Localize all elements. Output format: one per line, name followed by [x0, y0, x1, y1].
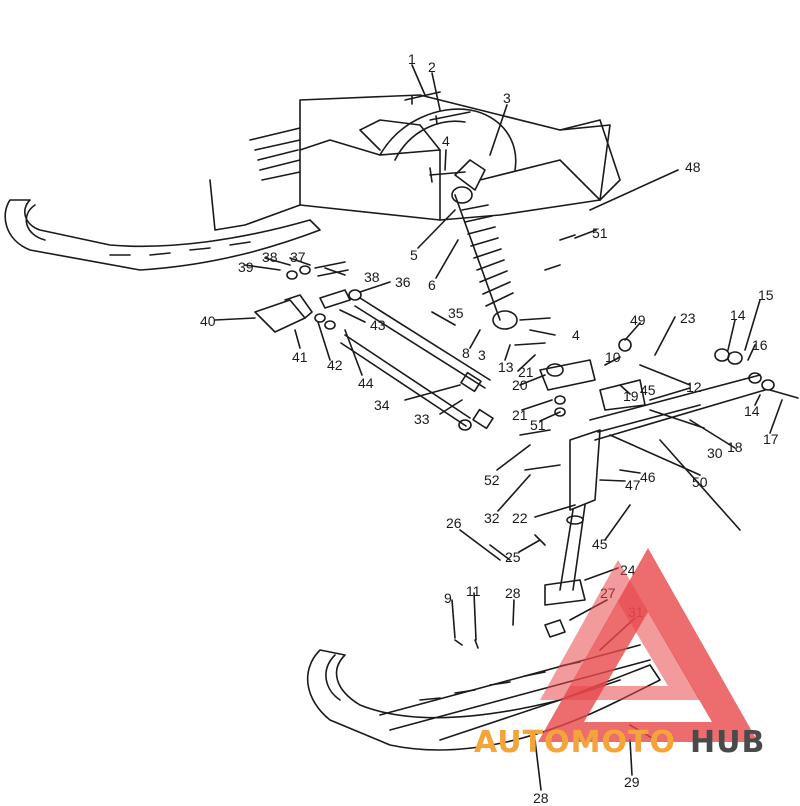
- callout-28b: 28: [533, 790, 549, 806]
- callout-3b: 3: [478, 347, 486, 363]
- callout-14a: 14: [730, 307, 746, 323]
- callout-45b: 45: [592, 536, 608, 552]
- callout-11: 11: [466, 583, 481, 599]
- callout-49: 49: [630, 312, 646, 328]
- lower-rod: [340, 334, 471, 427]
- chassis-frame: [299, 94, 611, 221]
- callout-38a: 38: [262, 249, 278, 265]
- callout-40: 40: [200, 313, 216, 329]
- callout-20: 20: [512, 377, 528, 393]
- callout-41: 41: [292, 349, 308, 365]
- upper-rod: [354, 297, 491, 389]
- callout-29: 29: [624, 774, 640, 790]
- callout-18: 18: [727, 439, 743, 455]
- callout-4: 4: [442, 133, 450, 149]
- callout-33: 33: [414, 411, 430, 427]
- callout-38b: 38: [364, 269, 380, 285]
- callout-4b: 4: [572, 327, 580, 343]
- callout-2: 2: [428, 59, 436, 75]
- watermark: AUTOMOTO HUB: [474, 548, 765, 760]
- line-art: [4, 64, 799, 791]
- callout-labels: 1 2 3 4 5 6 48 51 39 38 37 38 36 40 41 4…: [200, 51, 779, 806]
- callout-12: 12: [686, 379, 702, 395]
- callout-3: 3: [503, 90, 511, 106]
- callout-10: 10: [605, 349, 621, 365]
- callout-50: 50: [692, 474, 708, 490]
- callout-28a: 28: [505, 585, 521, 601]
- callout-25: 25: [505, 549, 521, 565]
- callout-37: 37: [290, 249, 306, 265]
- callout-34: 34: [374, 397, 390, 413]
- callout-47: 47: [625, 477, 641, 493]
- callout-9: 9: [444, 590, 452, 606]
- watermark-brand-part2: HUB: [690, 725, 765, 760]
- callout-22: 22: [512, 510, 528, 526]
- callout-32: 32: [484, 510, 500, 526]
- callout-52: 52: [484, 472, 500, 488]
- callout-19: 19: [623, 388, 639, 404]
- callout-23: 23: [680, 310, 696, 326]
- callout-39: 39: [238, 259, 254, 275]
- callout-26: 26: [446, 515, 462, 531]
- callout-48: 48: [685, 159, 701, 175]
- callout-35: 35: [448, 305, 464, 321]
- callout-51b: 51: [530, 417, 546, 433]
- callout-42: 42: [327, 357, 343, 373]
- callout-21a: 21: [518, 364, 534, 380]
- callout-8: 8: [462, 345, 470, 361]
- callout-5: 5: [410, 247, 418, 263]
- callout-6: 6: [428, 277, 436, 293]
- callout-46: 46: [640, 469, 656, 485]
- callout-21b: 21: [512, 407, 528, 423]
- callout-16: 16: [752, 337, 768, 353]
- watermark-brand-part1: AUTOMOTO: [474, 725, 676, 760]
- callout-51: 51: [592, 225, 608, 241]
- callout-13: 13: [498, 359, 514, 375]
- left-ski: [4, 199, 321, 271]
- callout-36: 36: [395, 274, 411, 290]
- callout-15: 15: [758, 287, 774, 303]
- leaf-spring: [589, 374, 766, 441]
- callout-44: 44: [358, 375, 374, 391]
- callout-17: 17: [763, 431, 779, 447]
- callout-45a: 45: [640, 382, 656, 398]
- callout-43: 43: [370, 317, 386, 333]
- callout-30: 30: [707, 445, 723, 461]
- callout-14b: 14: [744, 403, 760, 419]
- callout-1: 1: [408, 51, 416, 67]
